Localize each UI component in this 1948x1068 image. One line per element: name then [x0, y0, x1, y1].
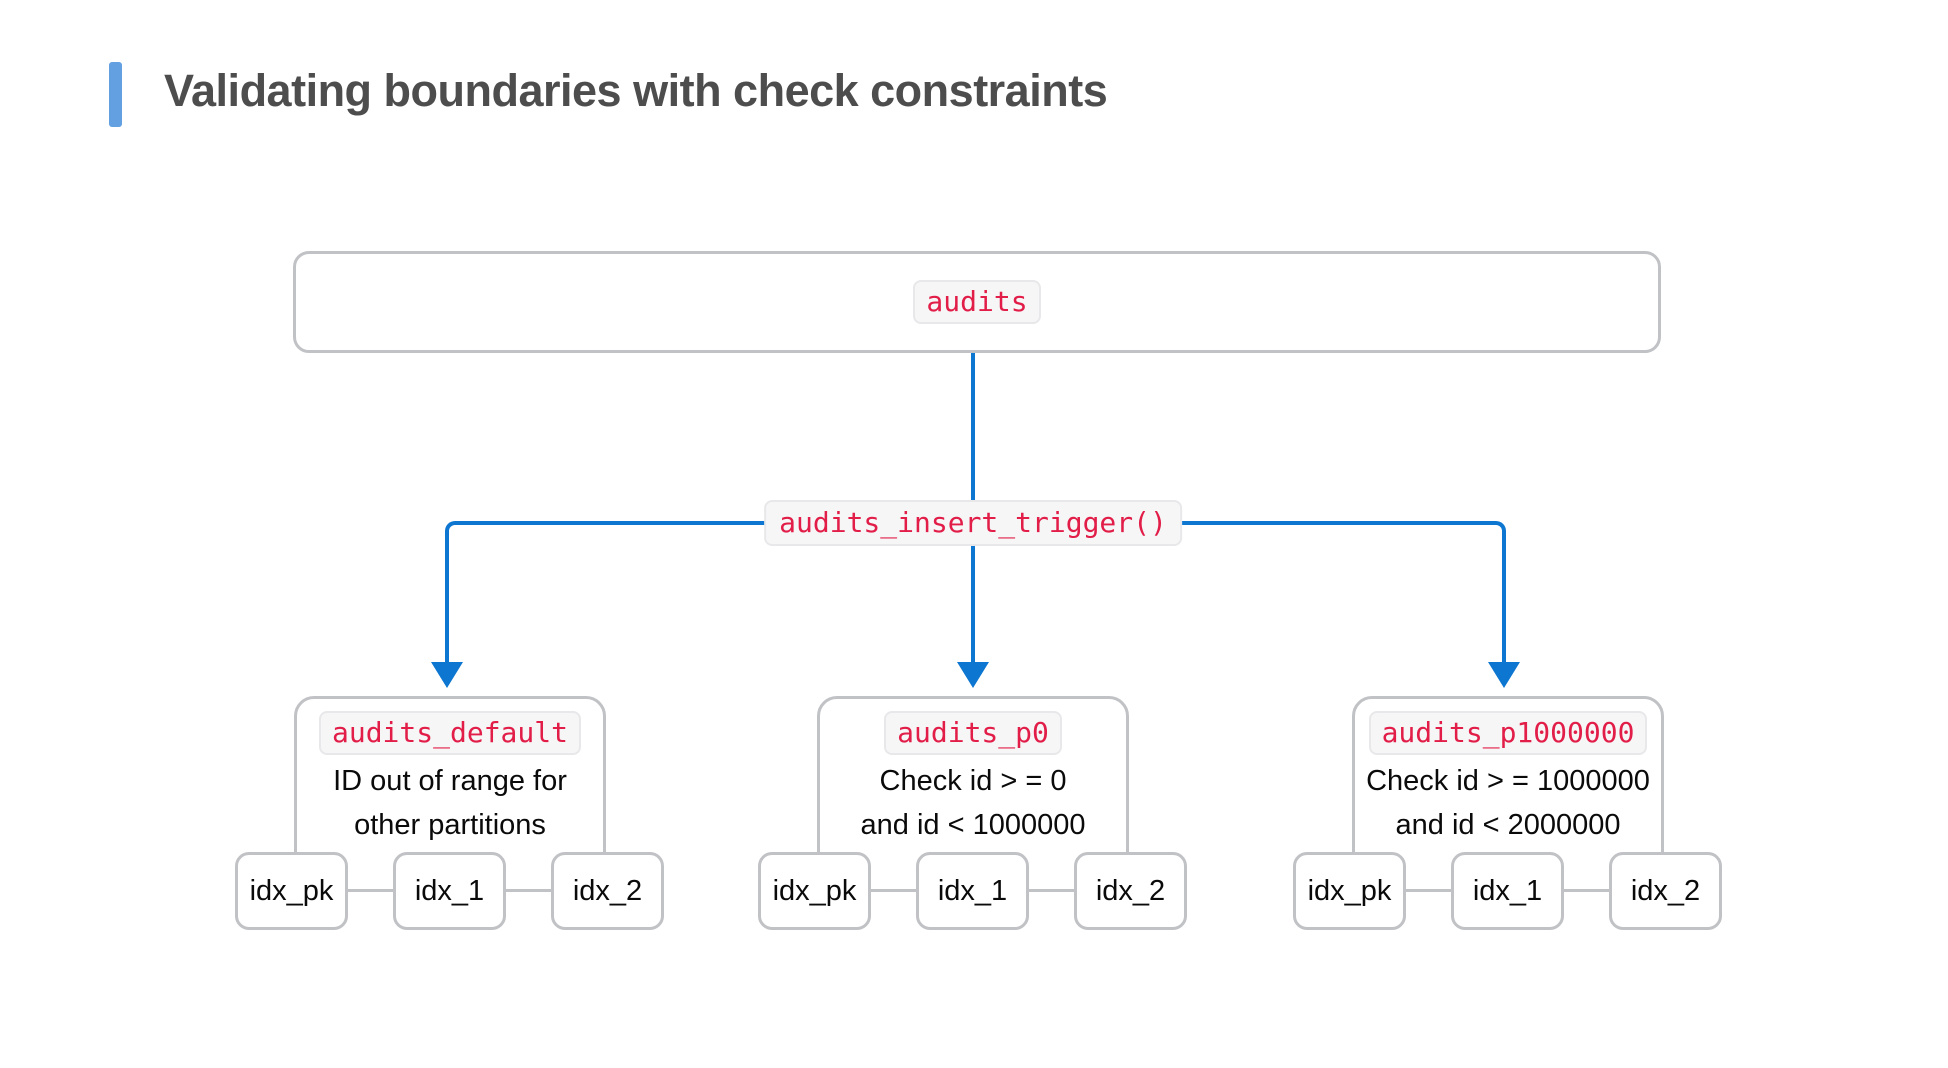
index-box-idx-pk: idx_pk [758, 852, 871, 930]
partition-box-audits-default: audits_default ID out of range for other… [294, 696, 606, 892]
page-title: Validating boundaries with check constra… [164, 65, 1108, 116]
partition-name-chip: audits_p0 [884, 711, 1062, 755]
title-accent-bar [109, 62, 122, 127]
index-box-idx-2: idx_2 [551, 852, 664, 930]
partition-note-line: Check id > = 1000000 [1366, 764, 1650, 797]
root-table-box: audits [293, 251, 1661, 353]
arrow-down-icon [957, 662, 989, 688]
index-box-idx-1: idx_1 [916, 852, 1029, 930]
index-box-idx-1: idx_1 [1451, 852, 1564, 930]
arrow-down-icon [1488, 662, 1520, 688]
arrow-down-icon [431, 662, 463, 688]
partition-note: ID out of range for other partitions [333, 759, 567, 847]
partition-note-line: Check id > = 0 [879, 764, 1067, 797]
partition-note: Check id > = 1000000 and id < 2000000 [1366, 759, 1650, 847]
root-table-chip: audits [913, 280, 1041, 324]
trigger-function-chip: audits_insert_trigger() [764, 500, 1182, 546]
index-box-idx-pk: idx_pk [235, 852, 348, 930]
index-box-idx-pk: idx_pk [1293, 852, 1406, 930]
index-box-idx-1: idx_1 [393, 852, 506, 930]
partition-note: Check id > = 0 and id < 1000000 [861, 759, 1086, 847]
partition-note-line: other partitions [354, 808, 546, 841]
partition-name-chip: audits_default [318, 711, 581, 755]
index-box-idx-2: idx_2 [1074, 852, 1187, 930]
partition-note-line: and id < 1000000 [860, 808, 1086, 841]
partition-note-line: and id < 2000000 [1395, 808, 1621, 841]
connector-trigger-to-p0 [971, 542, 975, 666]
partition-note-line: ID out of range for [333, 764, 567, 797]
index-box-idx-2: idx_2 [1609, 852, 1722, 930]
connector-trigger-to-default [445, 521, 771, 666]
connector-trigger-to-p1000000 [1174, 521, 1506, 666]
connector-root-to-trigger [971, 353, 975, 503]
partition-name-chip: audits_p1000000 [1368, 711, 1648, 755]
